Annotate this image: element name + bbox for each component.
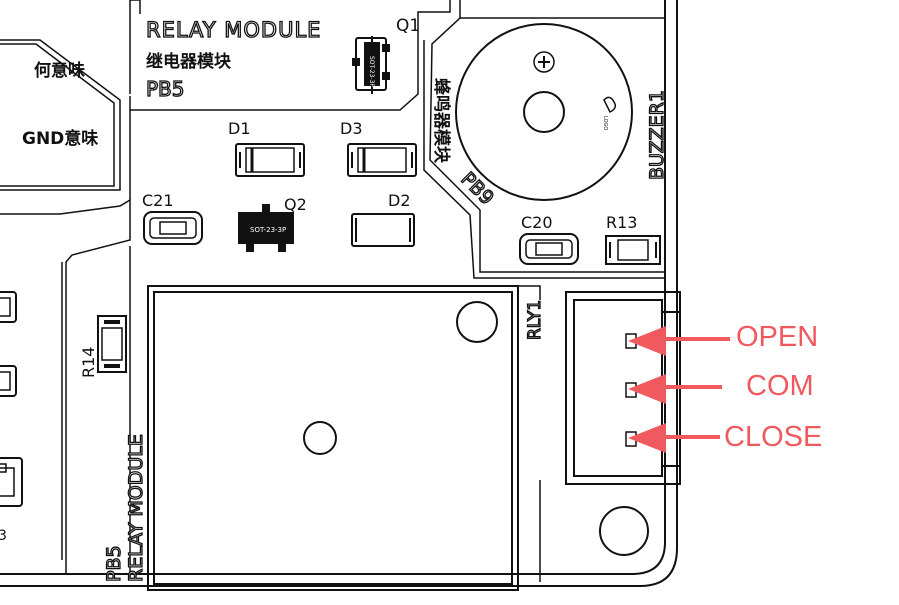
r13-label: R13 [606,213,637,232]
close-arrow-head [628,423,666,453]
buzzer-cn-label: 蜂鸣器模块 [431,78,452,164]
q1-transistor [352,36,390,94]
buzzer-mark: LOGO [602,116,608,130]
r14-resistor [97,315,127,373]
relay-label: RLY1 [525,300,545,340]
callout-open: OPEN [736,321,818,353]
side-module-label: RELAY MODULE [125,434,147,582]
r14-label: R14 [79,347,98,378]
callout-close: CLOSE [724,421,822,453]
q1-package: SOT-23-3P [368,56,375,87]
relay [147,285,519,591]
r13-resistor [605,235,661,265]
q2-label: Q2 [284,195,307,214]
callout-com: COM [746,370,814,402]
d2-label: D2 [388,191,411,210]
left-edge-fragment: 3 [0,528,7,544]
left-label-2: GND意味 [22,128,98,149]
q2-transistor [238,204,294,252]
c20-capacitor [519,233,579,265]
q1-label: Q1 [396,16,420,36]
com-arrow-head [628,374,666,404]
d1-label: D1 [228,119,251,138]
buzzer-label: BUZZER1 [646,90,668,180]
d2-diode [351,213,415,247]
q2-package: SOT-23-3P [250,226,286,234]
buzzer [455,23,633,201]
d3-diode [347,143,417,177]
buzzer-pin-label: PB9 [456,168,497,209]
c21-label: C21 [142,191,174,210]
left-edge-pads [0,291,23,507]
c20-label: C20 [521,213,553,232]
module-title-cn: 继电器模块 [146,51,232,72]
c21-capacitor [143,211,203,245]
left-label-1: 何意味 [34,60,85,81]
callout-arrows [628,326,730,453]
board-outline [0,0,678,587]
d1-diode [235,143,305,177]
side-pin-label: PB5 [103,545,125,582]
open-arrow-head [628,326,666,356]
d3-label: D3 [340,119,363,138]
module-title: RELAY MODULE [146,18,321,42]
module-pin-label: PB5 [146,77,185,101]
